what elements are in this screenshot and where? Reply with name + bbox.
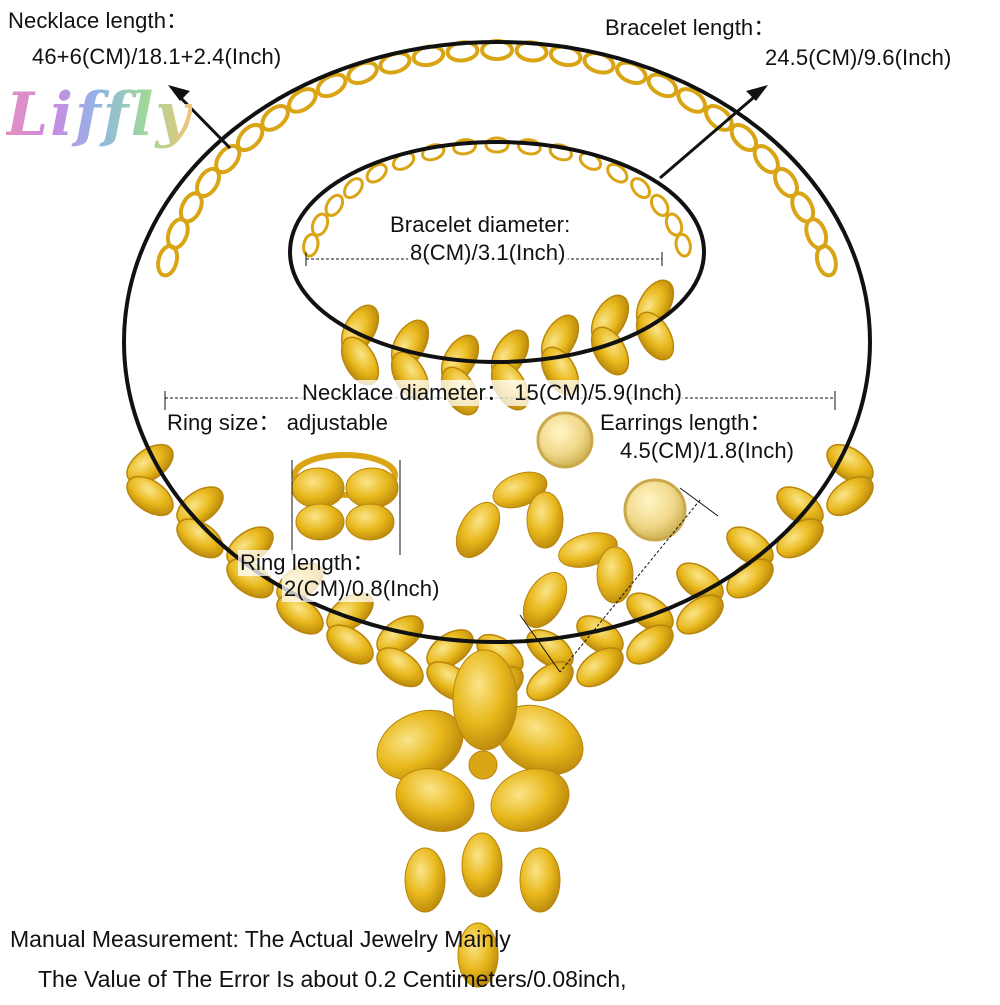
necklace-leaf xyxy=(376,647,424,688)
chain-link xyxy=(286,87,318,114)
bracelet-link xyxy=(452,138,478,156)
footer-note-line2: The Value of The Error Is about 0.2 Cent… xyxy=(38,966,627,992)
ring xyxy=(291,452,399,541)
bracelet-link xyxy=(365,162,388,184)
bracelet-chain xyxy=(302,136,692,258)
chain-link xyxy=(814,243,838,278)
brand-logo: Liffly xyxy=(6,80,193,150)
necklace-leaf xyxy=(176,486,224,527)
bracelet-diameter-value: 8(CM)/3.1(Inch) xyxy=(408,240,568,266)
bracelet-link xyxy=(606,162,629,184)
bracelet-link xyxy=(516,138,542,156)
bracelet-link xyxy=(674,232,692,258)
bracelet-link xyxy=(630,177,652,200)
chain-link xyxy=(235,122,265,153)
chain-link xyxy=(260,103,290,132)
bracelet-link xyxy=(342,177,364,200)
necklace-leaf xyxy=(126,475,174,517)
bracelet-link xyxy=(310,212,330,237)
necklace-leaf xyxy=(676,562,724,603)
necklace-length-value: 46+6(CM)/18.1+2.4(Inch) xyxy=(32,44,282,69)
measurement-overlays xyxy=(122,40,872,673)
chain-link xyxy=(704,103,734,132)
earring-right xyxy=(522,478,687,628)
bracelet-link xyxy=(324,193,345,217)
necklace-leaf xyxy=(676,594,724,635)
necklace-diameter-label: Necklace diameter： 15(CM)/5.9(Inch) xyxy=(300,380,685,406)
necklace-leaf xyxy=(376,615,424,656)
necklace-chain xyxy=(156,39,838,278)
necklace-outline xyxy=(122,40,872,644)
earrings-length-title: Earrings length： xyxy=(598,410,774,436)
necklace-leaf xyxy=(626,624,674,665)
footer-note-line1: Manual Measurement: The Actual Jewelry M… xyxy=(10,926,511,952)
necklace-leaf xyxy=(176,518,224,559)
ring-length-value: 2(CM)/0.8(Inch) xyxy=(282,576,442,602)
bracelet-link xyxy=(302,232,320,258)
necklace-length-title: Necklace length： xyxy=(8,8,189,33)
bracelet-length-title: Bracelet length： xyxy=(605,15,776,40)
bracelet-diameter-title: Bracelet diameter: xyxy=(388,212,573,238)
bracelet-leaf xyxy=(635,311,675,361)
chain-link xyxy=(315,72,348,99)
bracelet-link xyxy=(484,136,510,154)
chain-link xyxy=(676,87,708,114)
necklace-leaf xyxy=(576,647,624,688)
bracelet-outline xyxy=(288,140,706,364)
necklace-leaf xyxy=(776,486,824,527)
necklace-leaf xyxy=(826,443,874,485)
bracelet-link xyxy=(548,143,573,162)
earring-left xyxy=(455,411,594,558)
ring-size-label: Ring size： adjustable xyxy=(165,410,390,436)
chain-link xyxy=(646,72,679,99)
bracelet-length-value: 24.5(CM)/9.6(Inch) xyxy=(765,45,952,70)
necklace-leaf xyxy=(526,661,574,702)
bracelet-link xyxy=(421,143,446,162)
bracelet-link xyxy=(649,193,670,217)
necklace-leaf xyxy=(326,624,374,665)
necklace-leaf xyxy=(626,592,674,633)
earrings-length-value: 4.5(CM)/1.8(Inch) xyxy=(618,438,797,464)
ring-length-title: Ring length： xyxy=(238,550,377,576)
necklace-leaf xyxy=(826,475,874,517)
pendant-flower xyxy=(376,649,584,988)
